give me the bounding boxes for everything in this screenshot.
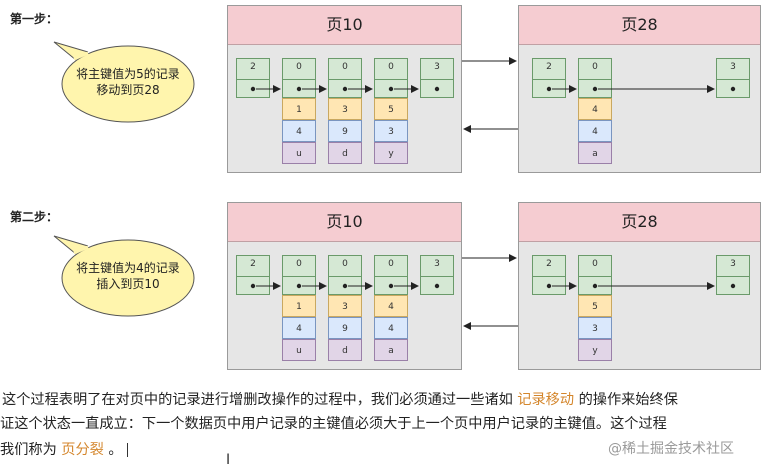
cell-divider xyxy=(283,276,315,277)
explanation-text: 。 xyxy=(108,442,123,458)
record-header-cell: 2 xyxy=(532,255,566,295)
record-header-cell: 0 xyxy=(282,255,316,295)
record-field-cell: d xyxy=(328,339,362,361)
record-header-value: 0 xyxy=(592,62,598,72)
record-header-cell: 0 xyxy=(578,58,612,98)
record-header-value: 2 xyxy=(546,62,552,72)
record-header-value: 0 xyxy=(342,259,348,269)
record-header-value: 0 xyxy=(296,259,302,269)
explanation-line-2: 证这个状态一直成立：下一个数据页中用户记录的主键值必须大于上一个页中用户记录的主… xyxy=(0,412,765,436)
cell-divider xyxy=(717,276,749,277)
explanation-text: 我们称为 xyxy=(0,442,57,458)
cell-divider xyxy=(579,276,611,277)
cell-divider xyxy=(329,276,361,277)
record-header-cell: 0 xyxy=(328,255,362,295)
record-field-cell: 4 xyxy=(282,317,316,339)
record-header-value: 0 xyxy=(592,259,598,269)
record-field-cell: 5 xyxy=(578,295,612,317)
record-header-value: 0 xyxy=(388,259,394,269)
record-header-cell: 3 xyxy=(420,58,454,98)
record-header-value: 3 xyxy=(730,259,736,269)
page-title: 页10 xyxy=(228,203,461,242)
record-field-cell: a xyxy=(374,339,408,361)
record-field-cell: 4 xyxy=(578,120,612,142)
cell-divider xyxy=(283,79,315,80)
mouse-ibeam-cursor: I xyxy=(226,452,231,468)
step-1-callout-line-1: 将主键值为5的记录 xyxy=(76,67,180,81)
step-1-label: 第一步： xyxy=(10,12,59,26)
record-field-cell: 4 xyxy=(374,295,408,317)
page-title: 页10 xyxy=(228,6,461,45)
cell-divider xyxy=(375,276,407,277)
explanation-line-3: 我们称为 页分裂 。 xyxy=(0,438,765,462)
record-field-cell: 4 xyxy=(282,120,316,142)
record-header-value: 3 xyxy=(434,62,440,72)
record-field-cell: 1 xyxy=(282,98,316,120)
record-field-cell: d xyxy=(328,142,362,164)
record-header-cell: 2 xyxy=(532,58,566,98)
record-header-cell: 0 xyxy=(282,58,316,98)
highlight-page-split: 页分裂 xyxy=(61,442,104,458)
record-header-value: 0 xyxy=(296,62,302,72)
highlight-record-move: 记录移动 xyxy=(517,392,575,408)
cell-divider xyxy=(375,79,407,80)
step-2-callout-line-1: 将主键值为4的记录 xyxy=(76,261,180,275)
watermark: @稀土掘金技术社区 xyxy=(608,441,734,457)
record-header-value: 0 xyxy=(388,62,394,72)
step-2-callout-line-2: 插入到页10 xyxy=(96,277,160,291)
record-header-value: 3 xyxy=(434,259,440,269)
record-field-cell: 3 xyxy=(328,295,362,317)
cell-divider xyxy=(533,79,565,80)
record-header-value: 2 xyxy=(546,259,552,269)
record-field-cell: u xyxy=(282,142,316,164)
explanation-text: 的操作来始终保 xyxy=(578,392,678,408)
cell-divider xyxy=(237,276,269,277)
step-1-callout-line-2: 移动到页28 xyxy=(96,83,160,97)
record-field-cell: 3 xyxy=(578,317,612,339)
explanation-text: 证这个状态一直成立：下一个数据页中用户记录的主键值必须大于上一个页中用户记录的主… xyxy=(0,416,667,432)
record-field-cell: 1 xyxy=(282,295,316,317)
page-title: 页28 xyxy=(519,203,760,242)
record-header-cell: 3 xyxy=(420,255,454,295)
page-title: 页28 xyxy=(519,6,760,45)
record-field-cell: 4 xyxy=(374,317,408,339)
record-field-cell: u xyxy=(282,339,316,361)
record-header-cell: 0 xyxy=(374,255,408,295)
cell-divider xyxy=(329,79,361,80)
record-header-cell: 3 xyxy=(716,255,750,295)
record-header-value: 2 xyxy=(250,259,256,269)
record-header-value: 0 xyxy=(342,62,348,72)
cell-divider xyxy=(421,79,453,80)
record-header-value: 3 xyxy=(730,62,736,72)
record-field-cell: 9 xyxy=(328,120,362,142)
explanation-text: 这个过程表明了在对页中的记录进行增删改操作的过程中，我们必须通过一些诸如 xyxy=(2,392,513,408)
cell-divider xyxy=(421,276,453,277)
record-header-cell: 0 xyxy=(328,58,362,98)
explanation-line-1: 这个过程表明了在对页中的记录进行增删改操作的过程中，我们必须通过一些诸如 记录移… xyxy=(2,388,765,412)
record-header-cell: 3 xyxy=(716,58,750,98)
cell-divider xyxy=(533,276,565,277)
record-field-cell: 5 xyxy=(374,98,408,120)
record-field-cell: y xyxy=(374,142,408,164)
record-header-cell: 0 xyxy=(374,58,408,98)
text-cursor xyxy=(127,443,129,457)
speech-bubble-shape xyxy=(53,41,195,123)
record-field-cell: 3 xyxy=(328,98,362,120)
record-field-cell: 3 xyxy=(374,120,408,142)
step-1-callout: 将主键值为5的记录 移动到页28 xyxy=(48,38,198,124)
record-header-cell: 0 xyxy=(578,255,612,295)
record-header-cell: 2 xyxy=(236,255,270,295)
step-2-label: 第二步： xyxy=(10,210,59,224)
cell-divider xyxy=(237,79,269,80)
record-header-value: 2 xyxy=(250,62,256,72)
cell-divider xyxy=(579,79,611,80)
record-field-cell: 9 xyxy=(328,317,362,339)
step-2-callout: 将主键值为4的记录 插入到页10 xyxy=(48,232,198,318)
record-header-cell: 2 xyxy=(236,58,270,98)
speech-bubble-shape xyxy=(53,235,195,317)
record-field-cell: y xyxy=(578,339,612,361)
cell-divider xyxy=(717,79,749,80)
record-field-cell: a xyxy=(578,142,612,164)
record-field-cell: 4 xyxy=(578,98,612,120)
